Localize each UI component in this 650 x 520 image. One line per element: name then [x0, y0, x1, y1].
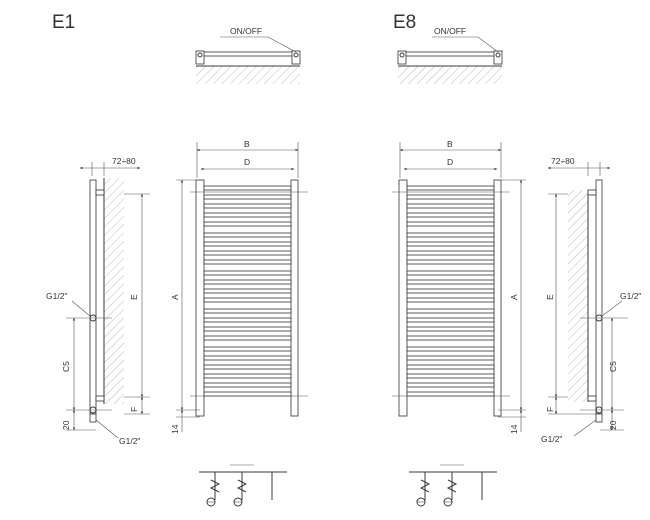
towel-e8-bar: [406, 194, 495, 200]
b-dim-e1: B: [244, 139, 250, 149]
towel-e8-bar: [406, 185, 495, 191]
e-dim-e1: E: [129, 294, 139, 300]
valve-detail-e8: [409, 464, 497, 507]
towel-e1-bar: [203, 335, 292, 341]
top-view-e8: ON/OFF: [397, 26, 503, 84]
f-dim-e1: F: [129, 407, 139, 412]
g-bottom-label-e8: G1/2": [541, 434, 562, 444]
towel-e1-bar: [203, 221, 292, 227]
towel-e8-bar: [406, 355, 495, 361]
fourteen-dim-e1: 14: [170, 424, 180, 434]
towel-e8-bar: [406, 391, 495, 397]
towel-e1-bar: [203, 391, 292, 397]
g-top-label-e8: G1/2": [620, 291, 641, 301]
towel-e1-bar: [203, 382, 292, 388]
towel-e1-bar: [203, 270, 292, 276]
towel-e1-bar: [203, 279, 292, 285]
towel-e1-bar: [203, 373, 292, 379]
towel-e8-bar: [406, 250, 495, 256]
twenty-dim-e8: 20: [608, 420, 618, 430]
towel-e8-bar: [406, 288, 495, 294]
on-off-label-e1: ON/OFF: [230, 26, 262, 36]
towel-e8-bar: [406, 382, 495, 388]
towel-e8-bar: [406, 326, 495, 332]
towel-e1-bar: [203, 364, 292, 370]
a-dim-e1: A: [170, 294, 180, 300]
towel-e8-bar: [406, 259, 495, 265]
towel-e1-bar: [203, 232, 292, 238]
towel-e8-bar: [406, 317, 495, 323]
variant-title-e8: E8: [393, 12, 416, 33]
towel-bars-e1: [203, 185, 292, 397]
g-bottom-label-e1: G1/2": [119, 436, 140, 446]
towel-e8-bar: [406, 346, 495, 352]
side-view-e8: 72÷80 E F G1/2" C5 20 G1/2": [541, 156, 641, 444]
towel-e1-bar: [203, 297, 292, 303]
front-view-e8: B D A 14: [392, 139, 526, 434]
towel-e8-bar: [406, 212, 495, 218]
b-dim-e8: B: [447, 139, 453, 149]
g-top-label-e1: G1/2": [46, 291, 67, 301]
towel-e8-bar: [406, 373, 495, 379]
towel-e1-bar: [203, 326, 292, 332]
towel-e1-bar: [203, 317, 292, 323]
towel-e8-bar: [406, 308, 495, 314]
towel-e1-bar: [203, 185, 292, 191]
towel-bars-e8: [406, 185, 495, 397]
towel-e8-bar: [406, 241, 495, 247]
towel-e1-bar: [203, 241, 292, 247]
on-off-label-e8: ON/OFF: [434, 26, 466, 36]
side-view-e1: 72÷80 E F G1/2" C5 20 G1/2": [46, 156, 150, 446]
f-dim-e8: F: [545, 407, 555, 412]
d-dim-e8: D: [447, 157, 453, 167]
a-dim-e8: A: [509, 294, 519, 300]
e-dim-e8: E: [545, 294, 555, 300]
towel-e1-bar: [203, 308, 292, 314]
towel-e1-bar: [203, 346, 292, 352]
front-view-e1: B D A 14: [170, 139, 308, 434]
towel-e1-bar: [203, 203, 292, 209]
towel-e8-bar: [406, 297, 495, 303]
c5-dim-e1: C5: [61, 361, 71, 372]
towel-e8-bar: [406, 270, 495, 276]
valve-detail-e1: [199, 464, 287, 507]
c5-dim-e8: C5: [608, 361, 618, 372]
towel-e1-bar: [203, 288, 292, 294]
depth-dim-e1: 72÷80: [112, 156, 136, 166]
fourteen-dim-e8: 14: [509, 424, 519, 434]
towel-e8-bar: [406, 203, 495, 209]
towel-e8-bar: [406, 232, 495, 238]
towel-e8-bar: [406, 279, 495, 285]
towel-e1-bar: [203, 250, 292, 256]
towel-e1-bar: [203, 212, 292, 218]
towel-e1-bar: [203, 194, 292, 200]
towel-e1-bar: [203, 355, 292, 361]
top-view-e1: ON/OFF: [195, 26, 301, 84]
depth-dim-e8: 72÷80: [551, 156, 575, 166]
towel-e8-bar: [406, 221, 495, 227]
twenty-dim-e1: 20: [61, 420, 71, 430]
towel-e8-bar: [406, 335, 495, 341]
variant-title-e1: E1: [52, 12, 75, 33]
d-dim-e1: D: [244, 157, 250, 167]
towel-e1-bar: [203, 259, 292, 265]
towel-e8-bar: [406, 364, 495, 370]
